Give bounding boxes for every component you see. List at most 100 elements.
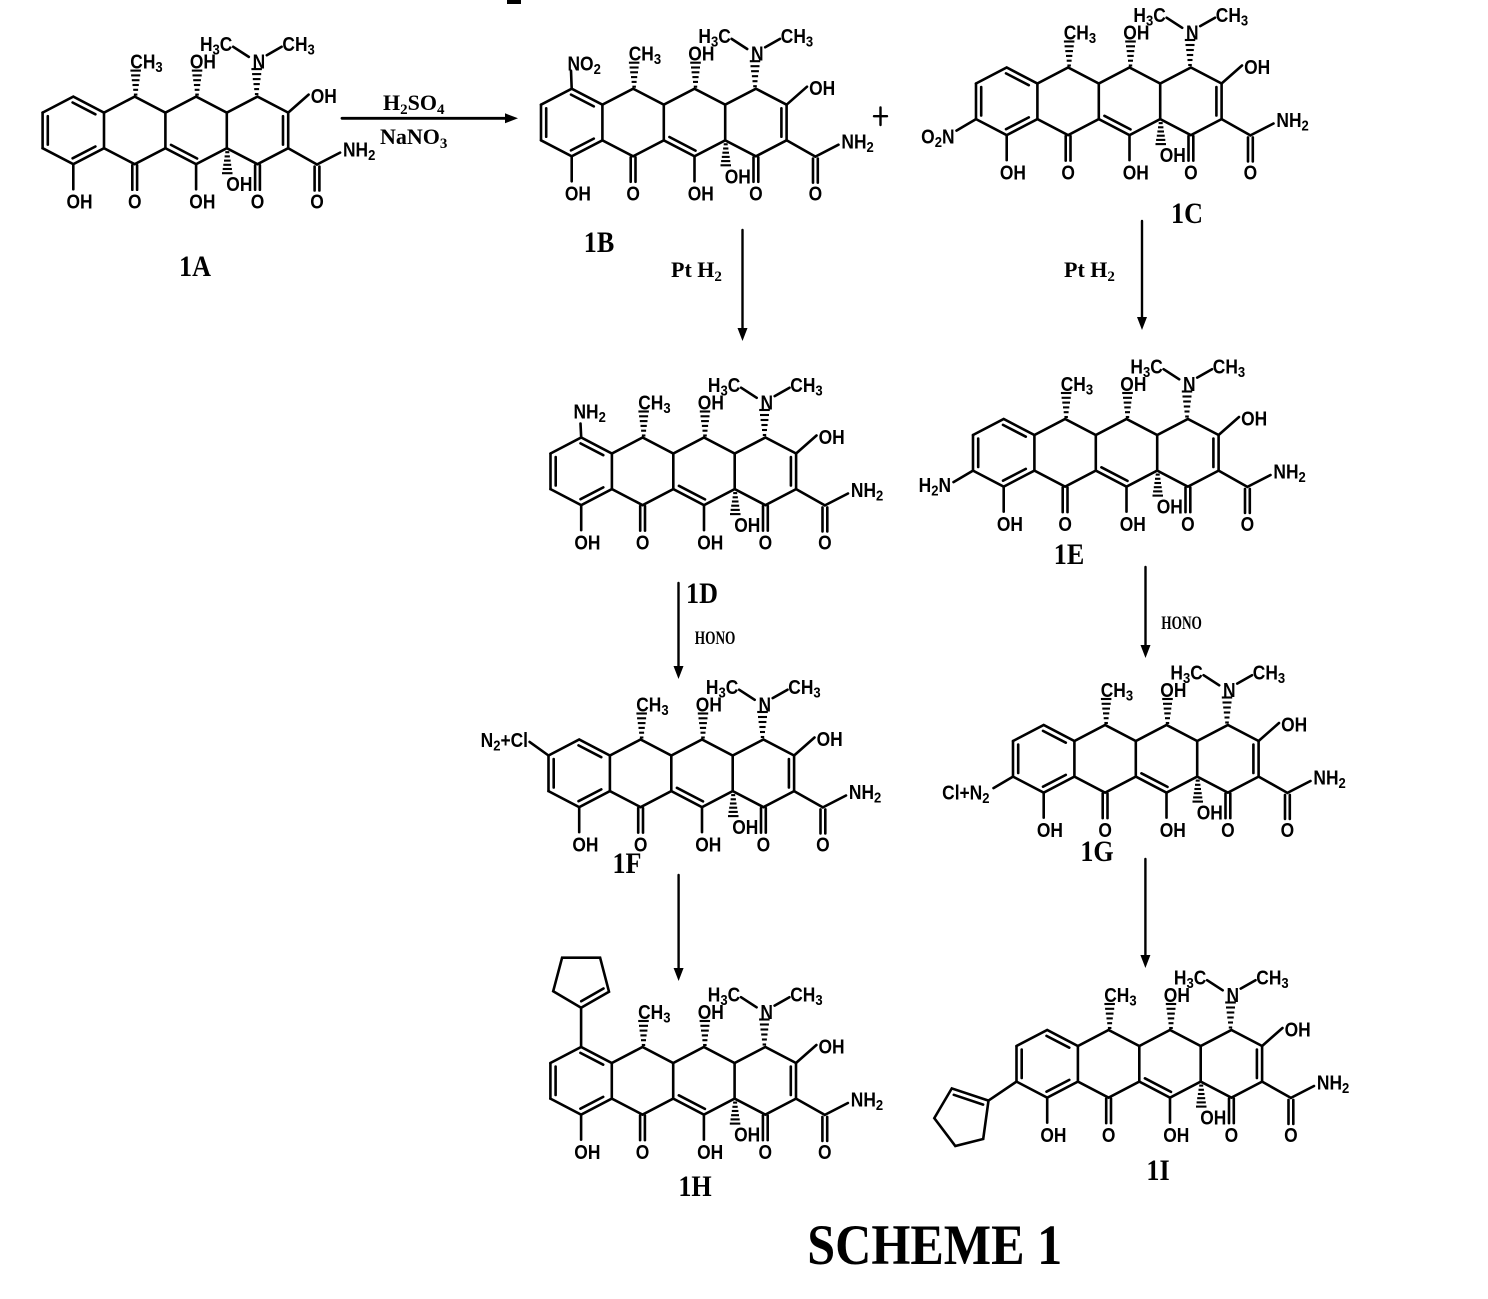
svg-text:OH: OH: [67, 190, 93, 212]
svg-text:OH: OH: [997, 513, 1023, 535]
svg-text:1I: 1I: [1146, 1154, 1169, 1187]
svg-text:OH: OH: [572, 833, 598, 855]
svg-text:HONO: HONO: [1161, 612, 1202, 634]
svg-text:O: O: [1225, 1124, 1239, 1146]
svg-text:O: O: [1098, 819, 1112, 841]
svg-text:OH: OH: [809, 77, 835, 99]
svg-text:O: O: [251, 190, 265, 212]
svg-text:SCHEME 1: SCHEME 1: [807, 1213, 1062, 1277]
svg-text:NaNO3​: NaNO3​: [380, 124, 447, 152]
svg-text:O: O: [636, 1141, 650, 1163]
svg-text:O: O: [310, 190, 324, 212]
svg-text:OH: OH: [688, 183, 714, 205]
svg-text:OH: OH: [698, 1001, 724, 1023]
svg-text:N: N: [1186, 21, 1199, 43]
svg-text:1B: 1B: [584, 226, 614, 259]
svg-text:OH: OH: [1241, 407, 1267, 429]
svg-text:1H: 1H: [678, 1170, 711, 1203]
svg-text:H3​C: H3​C: [708, 983, 741, 1008]
svg-text:OH: OH: [1120, 513, 1146, 535]
svg-text:O: O: [634, 833, 648, 855]
svg-text:OH: OH: [698, 391, 724, 413]
svg-text:O: O: [1284, 1124, 1298, 1146]
svg-text:N: N: [761, 391, 774, 413]
svg-text:Pt H2​: Pt H2​: [1064, 257, 1115, 285]
svg-text:N: N: [759, 693, 772, 715]
svg-text:OH: OH: [1200, 1106, 1226, 1128]
svg-text:OH: OH: [1040, 1124, 1066, 1146]
svg-text:O: O: [818, 531, 832, 553]
svg-text:OH: OH: [311, 85, 337, 107]
svg-text:O: O: [759, 1141, 773, 1163]
svg-text:OH: OH: [1120, 373, 1146, 395]
svg-text:O: O: [1244, 161, 1258, 183]
svg-text:1A: 1A: [179, 250, 212, 283]
svg-text:OH: OH: [734, 514, 760, 536]
svg-text:NH2​: NH2​: [1313, 767, 1346, 792]
svg-text:HONO: HONO: [695, 627, 736, 649]
svg-text:O: O: [1221, 819, 1235, 841]
svg-text:O: O: [818, 1141, 832, 1163]
svg-text:OH: OH: [697, 531, 723, 553]
svg-text:O: O: [1061, 161, 1075, 183]
svg-text:1E: 1E: [1054, 538, 1084, 571]
svg-text:OH: OH: [732, 816, 758, 838]
svg-text:N2​+Cl: N2​+Cl: [481, 729, 528, 754]
svg-text:OH: OH: [1285, 1018, 1311, 1040]
svg-text:Pt H2​: Pt H2​: [671, 257, 722, 285]
svg-text:OH: OH: [1160, 679, 1186, 701]
svg-text:O: O: [1102, 1124, 1116, 1146]
svg-text:OH: OH: [696, 693, 722, 715]
svg-text:N: N: [1183, 373, 1196, 395]
svg-text:OH: OH: [734, 1123, 760, 1145]
svg-text:N: N: [751, 43, 764, 65]
svg-text:O: O: [809, 183, 823, 205]
svg-text:OH: OH: [226, 173, 252, 195]
svg-text:OH: OH: [819, 1035, 845, 1057]
svg-text:O: O: [757, 833, 771, 855]
svg-text:CH3​: CH3​: [130, 50, 163, 75]
svg-text:OH: OH: [695, 833, 721, 855]
svg-text:O: O: [1281, 819, 1295, 841]
svg-text:O: O: [816, 833, 830, 855]
svg-text:O: O: [626, 183, 640, 205]
svg-text:Cl+N2​: Cl+N2​: [942, 781, 990, 806]
svg-text:1C: 1C: [1171, 197, 1203, 230]
svg-text:OH: OH: [189, 190, 215, 212]
svg-text:1D: 1D: [686, 577, 718, 610]
svg-text:O: O: [128, 190, 142, 212]
svg-text:OH: OH: [1037, 819, 1063, 841]
svg-text:OH: OH: [574, 531, 600, 553]
svg-text:OH: OH: [1000, 161, 1026, 183]
svg-text:OH: OH: [1281, 713, 1307, 735]
svg-text:O: O: [636, 531, 650, 553]
svg-text:O: O: [1184, 161, 1198, 183]
svg-text:O: O: [1181, 513, 1195, 535]
svg-text:OH: OH: [1123, 161, 1149, 183]
svg-text:OH: OH: [1197, 801, 1223, 823]
svg-text:OH: OH: [688, 43, 714, 65]
svg-text:OH: OH: [819, 426, 845, 448]
svg-text:H2​SO4​: H2​SO4​: [383, 90, 445, 118]
svg-text:O: O: [1241, 513, 1255, 535]
svg-text:OH: OH: [1244, 56, 1270, 78]
svg-text:N: N: [760, 1001, 773, 1023]
svg-text:1G: 1G: [1080, 835, 1113, 868]
svg-text:OH: OH: [574, 1141, 600, 1163]
svg-text:OH: OH: [190, 50, 216, 72]
svg-text:O: O: [749, 183, 763, 205]
svg-text:OH: OH: [565, 183, 591, 205]
svg-text:OH: OH: [1123, 21, 1149, 43]
svg-text:OH: OH: [1160, 819, 1186, 841]
svg-text:OH: OH: [817, 728, 843, 750]
svg-text:OH: OH: [1157, 495, 1183, 517]
svg-text:OH: OH: [697, 1141, 723, 1163]
svg-text:OH: OH: [725, 165, 751, 187]
svg-text:OH: OH: [1163, 1124, 1189, 1146]
svg-text:OH: OH: [1164, 984, 1190, 1006]
svg-text:O: O: [759, 531, 773, 553]
svg-text:N: N: [1223, 679, 1236, 701]
svg-text:1F: 1F: [613, 847, 642, 880]
svg-text:O: O: [1058, 513, 1072, 535]
svg-text:N: N: [253, 50, 266, 72]
